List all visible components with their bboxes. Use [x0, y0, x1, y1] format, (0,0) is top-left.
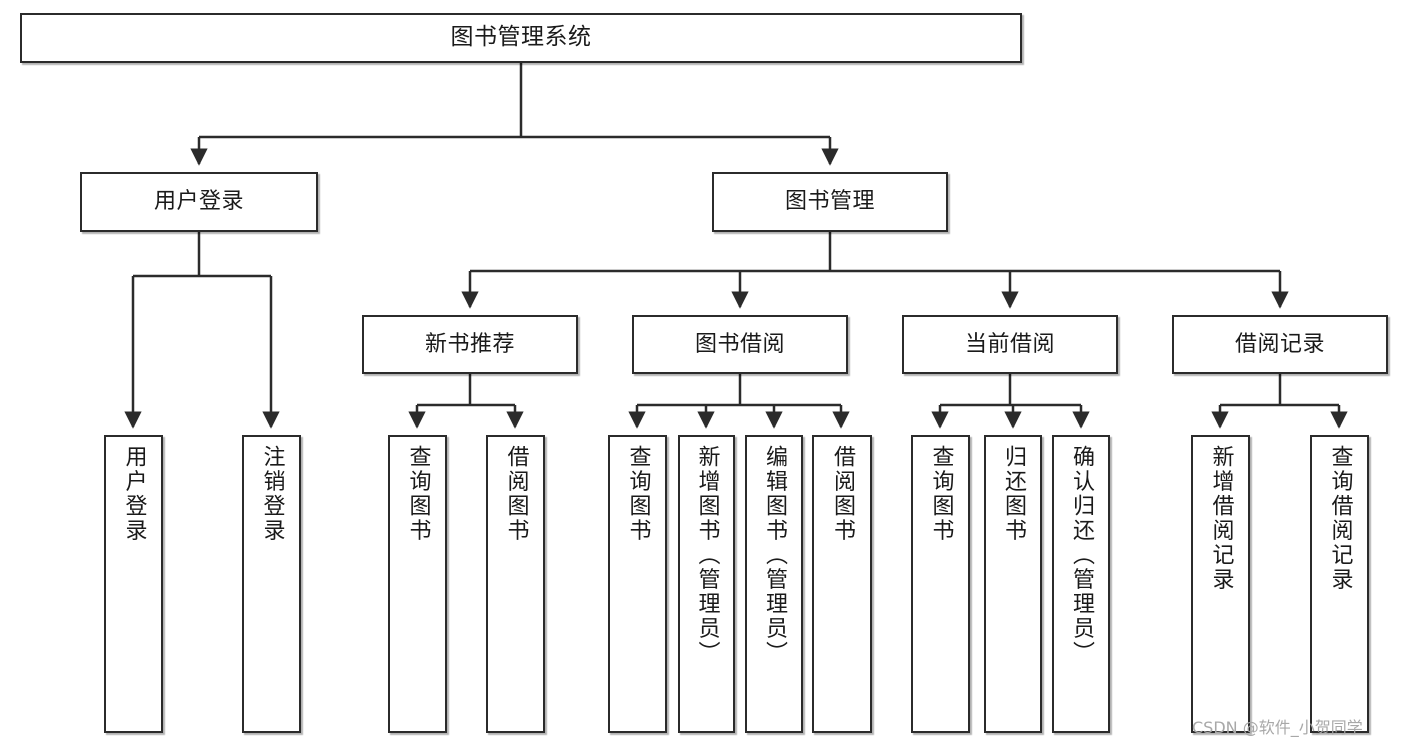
- leaf-borrow-book-nbr-label: 借阅图书: [503, 445, 529, 543]
- leaf-query-book-cb-label: 查询图书: [928, 445, 954, 543]
- csdn-watermark: CSDN @软件_小贺同学: [1192, 718, 1363, 737]
- node-user-login-label: 用户登录: [153, 189, 244, 215]
- node-new-book-recommend-label: 新书推荐: [424, 331, 515, 357]
- leaf-add-borrow-record-label: 新增借阅记录: [1208, 445, 1234, 592]
- leaf-borrow-book-nbr[interactable]: 借阅图书: [486, 435, 545, 733]
- leaf-logout-label: 注销登录: [259, 445, 285, 543]
- leaf-query-borrow-record-label: 查询借阅记录: [1327, 445, 1353, 592]
- node-book-management[interactable]: 图书管理: [712, 172, 948, 232]
- leaf-user-login-label: 用户登录: [121, 445, 147, 543]
- node-book-borrow-label: 图书借阅: [694, 331, 785, 357]
- leaf-query-book-bb-label: 查询图书: [625, 445, 651, 543]
- node-root[interactable]: 图书管理系统: [20, 13, 1022, 63]
- node-new-book-recommend[interactable]: 新书推荐: [362, 315, 578, 374]
- node-current-borrow[interactable]: 当前借阅: [902, 315, 1118, 374]
- leaf-logout[interactable]: 注销登录: [242, 435, 301, 733]
- leaf-add-book-admin[interactable]: 新增图书（管理员）: [678, 435, 735, 733]
- leaf-user-login[interactable]: 用户登录: [104, 435, 163, 733]
- node-root-label: 图书管理系统: [450, 24, 592, 51]
- leaf-edit-book-admin[interactable]: 编辑图书（管理员）: [745, 435, 803, 733]
- leaf-edit-book-admin-label: 编辑图书（管理员）: [762, 445, 787, 666]
- node-borrow-record[interactable]: 借阅记录: [1172, 315, 1388, 374]
- leaf-query-book-nbr[interactable]: 查询图书: [388, 435, 447, 733]
- leaf-query-book-cb[interactable]: 查询图书: [911, 435, 970, 733]
- leaf-confirm-return-admin[interactable]: 确认归还（管理员）: [1052, 435, 1110, 733]
- leaf-return-book[interactable]: 归还图书: [984, 435, 1042, 733]
- leaf-add-borrow-record[interactable]: 新增借阅记录: [1191, 435, 1250, 733]
- leaf-confirm-return-admin-label: 确认归还（管理员）: [1069, 445, 1094, 666]
- node-borrow-record-label: 借阅记录: [1234, 331, 1325, 357]
- leaf-query-borrow-record[interactable]: 查询借阅记录: [1310, 435, 1369, 733]
- node-book-borrow[interactable]: 图书借阅: [632, 315, 848, 374]
- node-user-login[interactable]: 用户登录: [80, 172, 318, 232]
- node-book-management-label: 图书管理: [784, 189, 875, 215]
- node-current-borrow-label: 当前借阅: [964, 331, 1055, 357]
- leaf-query-book-nbr-label: 查询图书: [405, 445, 431, 543]
- leaf-return-book-label: 归还图书: [1001, 445, 1026, 543]
- leaf-borrow-book-bb[interactable]: 借阅图书: [812, 435, 872, 733]
- leaf-borrow-book-bb-label: 借阅图书: [830, 445, 855, 543]
- leaf-query-book-bb[interactable]: 查询图书: [608, 435, 667, 733]
- leaf-add-book-admin-label: 新增图书（管理员）: [694, 445, 720, 666]
